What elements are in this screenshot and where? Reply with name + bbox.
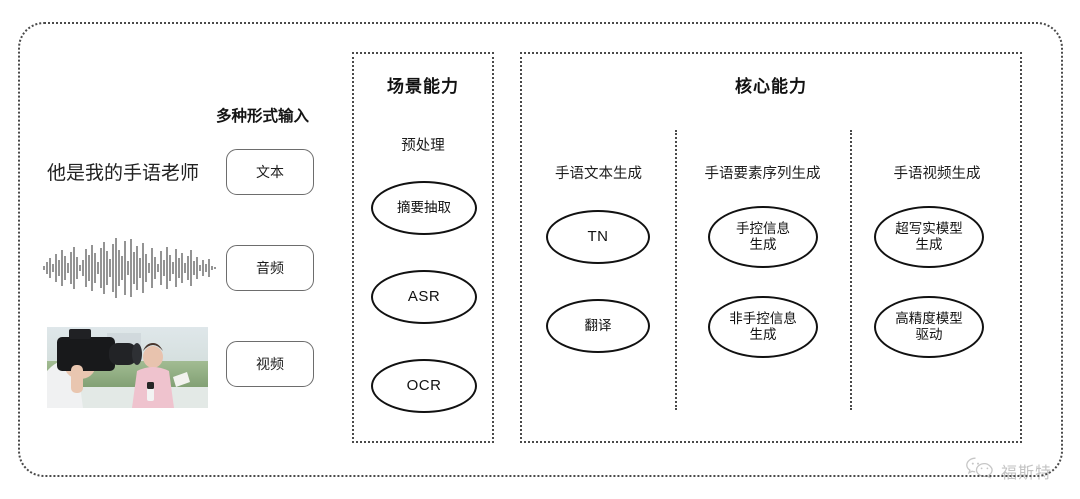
core-node-highprecision-model-label: 高精度模型 驱动: [895, 310, 963, 342]
scene-panel-title: 场景能力: [387, 77, 459, 96]
scene-node-summary[interactable]: 摘要抽取: [371, 181, 477, 235]
core-column-divider-2: [850, 130, 852, 410]
core-node-nonmanual-feature[interactable]: 非手控信息 生成: [708, 296, 818, 358]
waveform-icon: [42, 236, 218, 300]
input-chip-video[interactable]: 视频: [226, 341, 314, 387]
input-chip-text[interactable]: 文本: [226, 149, 314, 195]
core-node-tn[interactable]: TN: [546, 210, 650, 264]
video-thumbnail: [47, 327, 208, 408]
scene-capability-panel: 场景能力 预处理 摘要抽取 ASR OCR: [352, 52, 494, 443]
sample-sentence-text: 他是我的手语老师: [47, 163, 200, 184]
outer-frame: [18, 22, 1063, 477]
core-node-hyperreal-model-label: 超写实模型 生成: [895, 220, 963, 252]
core-node-manual-feature[interactable]: 手控信息 生成: [708, 206, 818, 268]
input-chip-text-label: 文本: [256, 164, 284, 180]
scene-node-asr[interactable]: ASR: [371, 270, 477, 324]
core-node-manual-feature-label: 手控信息 生成: [736, 220, 790, 252]
scene-group-label: 预处理: [401, 138, 445, 154]
core-panel-title: 核心能力: [735, 77, 807, 96]
core-column-3-header: 手语视频生成: [893, 166, 981, 182]
input-chip-audio[interactable]: 音频: [226, 245, 314, 291]
watermark-text: 福斯特: [1000, 464, 1052, 482]
wechat-icon: [965, 456, 995, 485]
core-node-nonmanual-feature-label: 非手控信息 生成: [729, 310, 797, 342]
input-chip-audio-label: 音频: [256, 260, 284, 276]
core-column-divider-1: [675, 130, 677, 410]
scene-node-ocr[interactable]: OCR: [371, 359, 477, 413]
scene-node-asr-label: ASR: [407, 287, 441, 305]
multi-input-heading: 多种形式输入: [216, 108, 310, 125]
core-capability-panel: 核心能力 手语文本生成 TN 翻译 手语要素序列生成 手控信息 生成 非手控信息…: [520, 52, 1022, 443]
scene-node-ocr-label: OCR: [406, 376, 442, 394]
watermark: 福斯特: [965, 456, 1052, 485]
input-chip-video-label: 视频: [256, 356, 284, 372]
core-node-highprecision-model[interactable]: 高精度模型 驱动: [874, 296, 984, 358]
core-node-translation-label: 翻译: [584, 317, 612, 333]
core-column-1-header: 手语文本生成: [555, 166, 642, 182]
core-node-tn-label: TN: [587, 227, 609, 245]
scene-node-summary-label: 摘要抽取: [397, 199, 451, 215]
core-node-translation[interactable]: 翻译: [546, 299, 650, 353]
core-column-2-header: 手语要素序列生成: [704, 166, 821, 182]
core-node-hyperreal-model[interactable]: 超写实模型 生成: [874, 206, 984, 268]
